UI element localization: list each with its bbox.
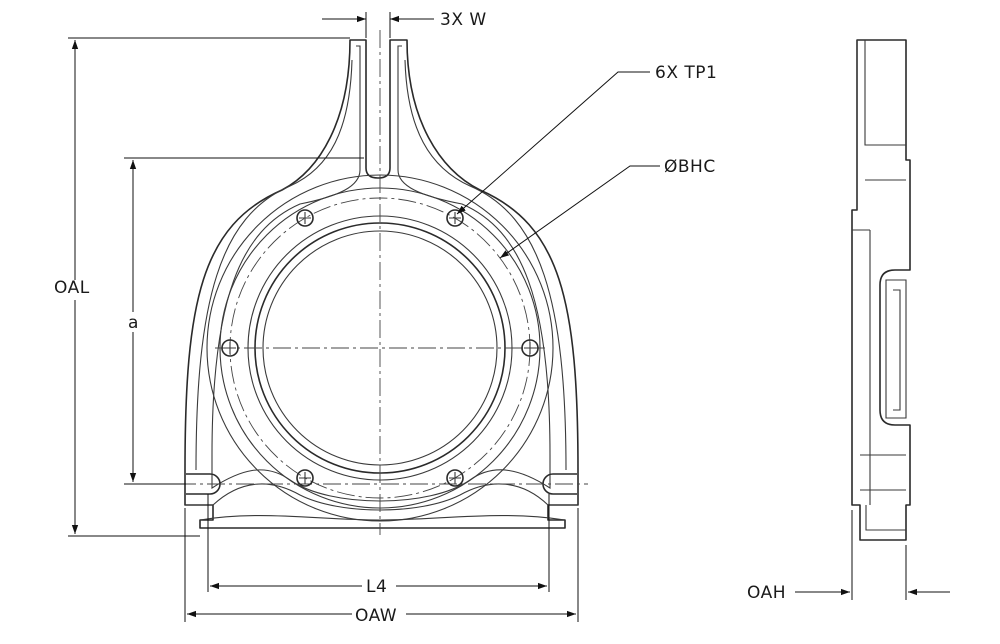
bolt-hole [446, 469, 464, 487]
bore-ring [254, 222, 506, 474]
label-l4: L4 [366, 577, 387, 597]
label-overall-length: OAL [54, 278, 90, 298]
bolt-hole [296, 469, 314, 487]
mount-rib-left [195, 59, 353, 471]
bolt-hole [221, 339, 239, 357]
label-overall-height: OAH [747, 583, 786, 603]
dimensions: 3X W 6X TP1 ØBHC OAL a L4 OAW [54, 10, 950, 626]
side-boss [885, 279, 907, 419]
front-view [178, 30, 588, 535]
base-flange-lower [199, 515, 566, 521]
label-width-callout: 3X W [440, 10, 487, 30]
bolt-hole [521, 339, 539, 357]
mount-outer-outline [184, 39, 579, 529]
mount-inner-outline [211, 45, 551, 502]
mount-rib-right [404, 59, 567, 471]
side-base [860, 454, 906, 531]
side-outline [851, 39, 911, 541]
side-step [852, 40, 906, 505]
bolt-hole [296, 209, 314, 227]
leader-tp1 [456, 71, 650, 215]
label-dim-a: a [128, 313, 139, 333]
label-hole-callout: 6X TP1 [655, 63, 717, 83]
label-overall-width: OAW [355, 606, 397, 626]
leader-bhc [499, 165, 660, 259]
base-flange [185, 483, 578, 511]
label-bolt-circle: ØBHC [664, 157, 716, 177]
side-view [851, 39, 911, 541]
bolt-hole [446, 209, 464, 227]
